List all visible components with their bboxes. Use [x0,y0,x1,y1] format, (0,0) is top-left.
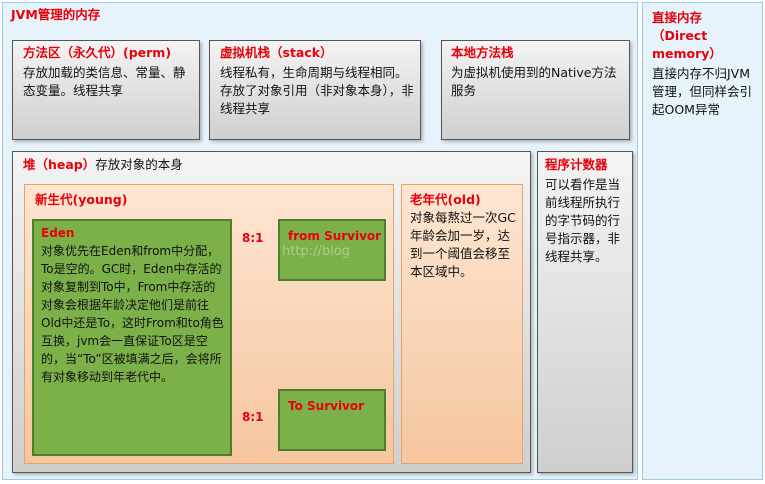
jvm-memory-title: JVM管理的内存 [11,7,101,22]
direct-memory-container: 直接内存（Direct memory） 直接内存不归JVM管理，但同样会引起OO… [642,2,763,480]
vm-stack-title: 虚拟机栈（stack） [220,45,333,60]
direct-memory-title: 直接内存（Direct memory） [652,10,722,61]
method-area-box: 方法区（永久代）(perm) 存放加载的类信息、常量、静态变量。线程共享 [12,40,200,140]
watermark-text: http://blog [282,244,350,259]
old-gen-box: 老年代(old) 对象每熬过一次GC年龄会加一岁，达到一个阈值会移至本区域中。 [401,184,523,464]
ratio-label-bottom: 8:1 [242,410,264,424]
old-gen-title: 老年代(old) [410,192,481,207]
native-stack-title: 本地方法栈 [451,45,514,60]
direct-memory-desc: 直接内存不归JVM管理，但同样会引起OOM异常 [652,66,753,117]
vm-stack-box: 虚拟机栈（stack） 线程私有，生命周期与线程相同。存放了对象引用（非对象本身… [209,40,421,140]
from-survivor-box: from Survivor [278,219,386,281]
ratio-label-top: 8:1 [242,231,264,245]
from-survivor-title: from Survivor [288,229,382,243]
eden-box: Eden 对象优先在Eden和from中分配，To是空的。GC时，Eden中存活… [32,219,232,456]
method-area-title: 方法区（永久代）(perm) [23,45,172,60]
vm-stack-desc: 线程私有，生命周期与线程相同。存放了对象引用（非对象本身），非线程共享 [220,65,414,116]
heap-title: 堆（heap） [23,157,96,172]
heap-desc: 存放对象的本身 [95,157,183,172]
old-gen-desc: 对象每熬过一次GC年龄会加一岁，达到一个阈值会移至本区域中。 [410,210,516,279]
pc-register-box: 程序计数器 可以看作是当前线程所执行的字节码的行号指示器，非线程共享。 [537,151,633,473]
to-survivor-box: To Survivor [278,389,386,451]
native-stack-desc: 为虚拟机使用到的Native方法服务 [451,65,617,98]
native-stack-box: 本地方法栈 为虚拟机使用到的Native方法服务 [441,40,630,140]
eden-title: Eden [41,226,75,240]
method-area-desc: 存放加载的类信息、常量、静态变量。线程共享 [23,65,186,98]
pc-register-title: 程序计数器 [545,157,608,172]
young-gen-title: 新生代(young) [35,192,128,207]
heap-header: 堆（heap）存放对象的本身 [23,156,183,174]
pc-register-desc: 可以看作是当前线程所执行的字节码的行号指示器，非线程共享。 [545,177,621,264]
to-survivor-title: To Survivor [288,399,365,413]
eden-desc: 对象优先在Eden和from中分配，To是空的。GC时，Eden中存活的对象复制… [41,244,224,384]
